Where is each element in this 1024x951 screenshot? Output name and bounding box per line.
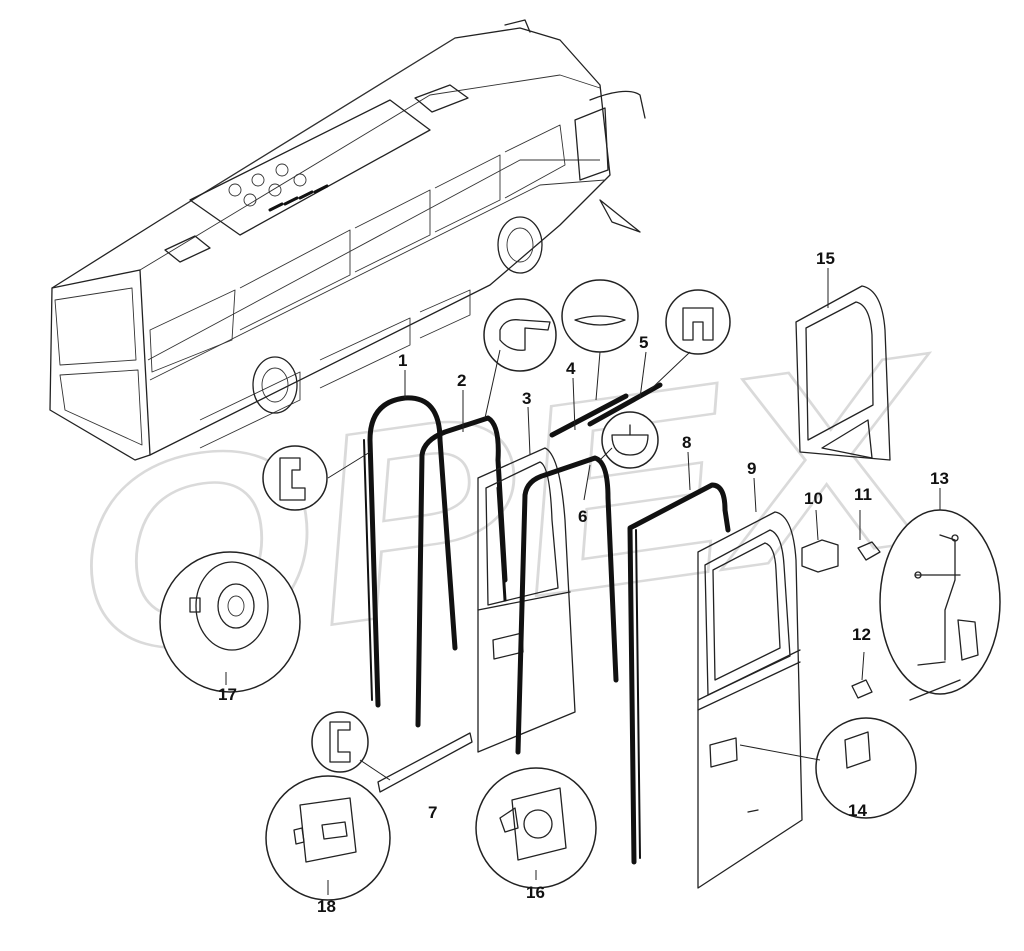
part-13-wiring-detail — [879, 509, 1001, 701]
part-12-clip — [851, 679, 873, 699]
callout-18: 18 — [317, 897, 336, 916]
callout-10: 10 — [804, 489, 823, 508]
part-10-bracket — [801, 539, 839, 573]
leader-lines — [225, 268, 941, 895]
callout-labels: 1 2 3 4 5 6 7 8 9 10 11 12 13 14 15 16 1… — [218, 249, 949, 916]
callout-14: 14 — [848, 801, 867, 820]
bus-illustration — [49, 19, 646, 461]
profile-inset-1 — [262, 445, 328, 511]
part-14-plate-detail — [815, 717, 917, 819]
part-17-motor-detail — [159, 551, 301, 693]
part-18-switch-detail — [265, 775, 391, 901]
callout-4: 4 — [566, 359, 576, 378]
profile-inset-6 — [601, 411, 659, 469]
part-11-clip — [857, 541, 881, 561]
part-8-door-seal — [627, 482, 731, 865]
callout-6: 6 — [578, 507, 587, 526]
callout-5: 5 — [639, 333, 648, 352]
callout-15: 15 — [816, 249, 835, 268]
callout-17: 17 — [218, 685, 237, 704]
callout-16: 16 — [526, 883, 545, 902]
part-6-door-seal — [515, 455, 619, 755]
part-9-door-leaf — [697, 511, 803, 889]
part-4-strip — [549, 393, 629, 438]
callout-2: 2 — [457, 371, 466, 390]
callout-1: 1 — [398, 351, 407, 370]
profile-inset-5 — [665, 289, 731, 355]
part-16-latch-detail — [475, 767, 597, 889]
callout-7: 7 — [428, 803, 437, 822]
part-5-strip — [587, 382, 663, 427]
profile-inset-2 — [483, 298, 557, 372]
callout-12: 12 — [852, 625, 871, 644]
part-2-door-seal — [415, 415, 508, 728]
callout-3: 3 — [522, 389, 531, 408]
part-15-window — [795, 285, 891, 461]
callout-11: 11 — [854, 485, 872, 504]
profile-inset-4 — [561, 279, 639, 353]
profile-inset-7 — [311, 711, 369, 773]
part-7-strip — [377, 732, 473, 793]
callout-9: 9 — [747, 459, 756, 478]
callout-13: 13 — [930, 469, 949, 488]
callout-8: 8 — [682, 433, 691, 452]
